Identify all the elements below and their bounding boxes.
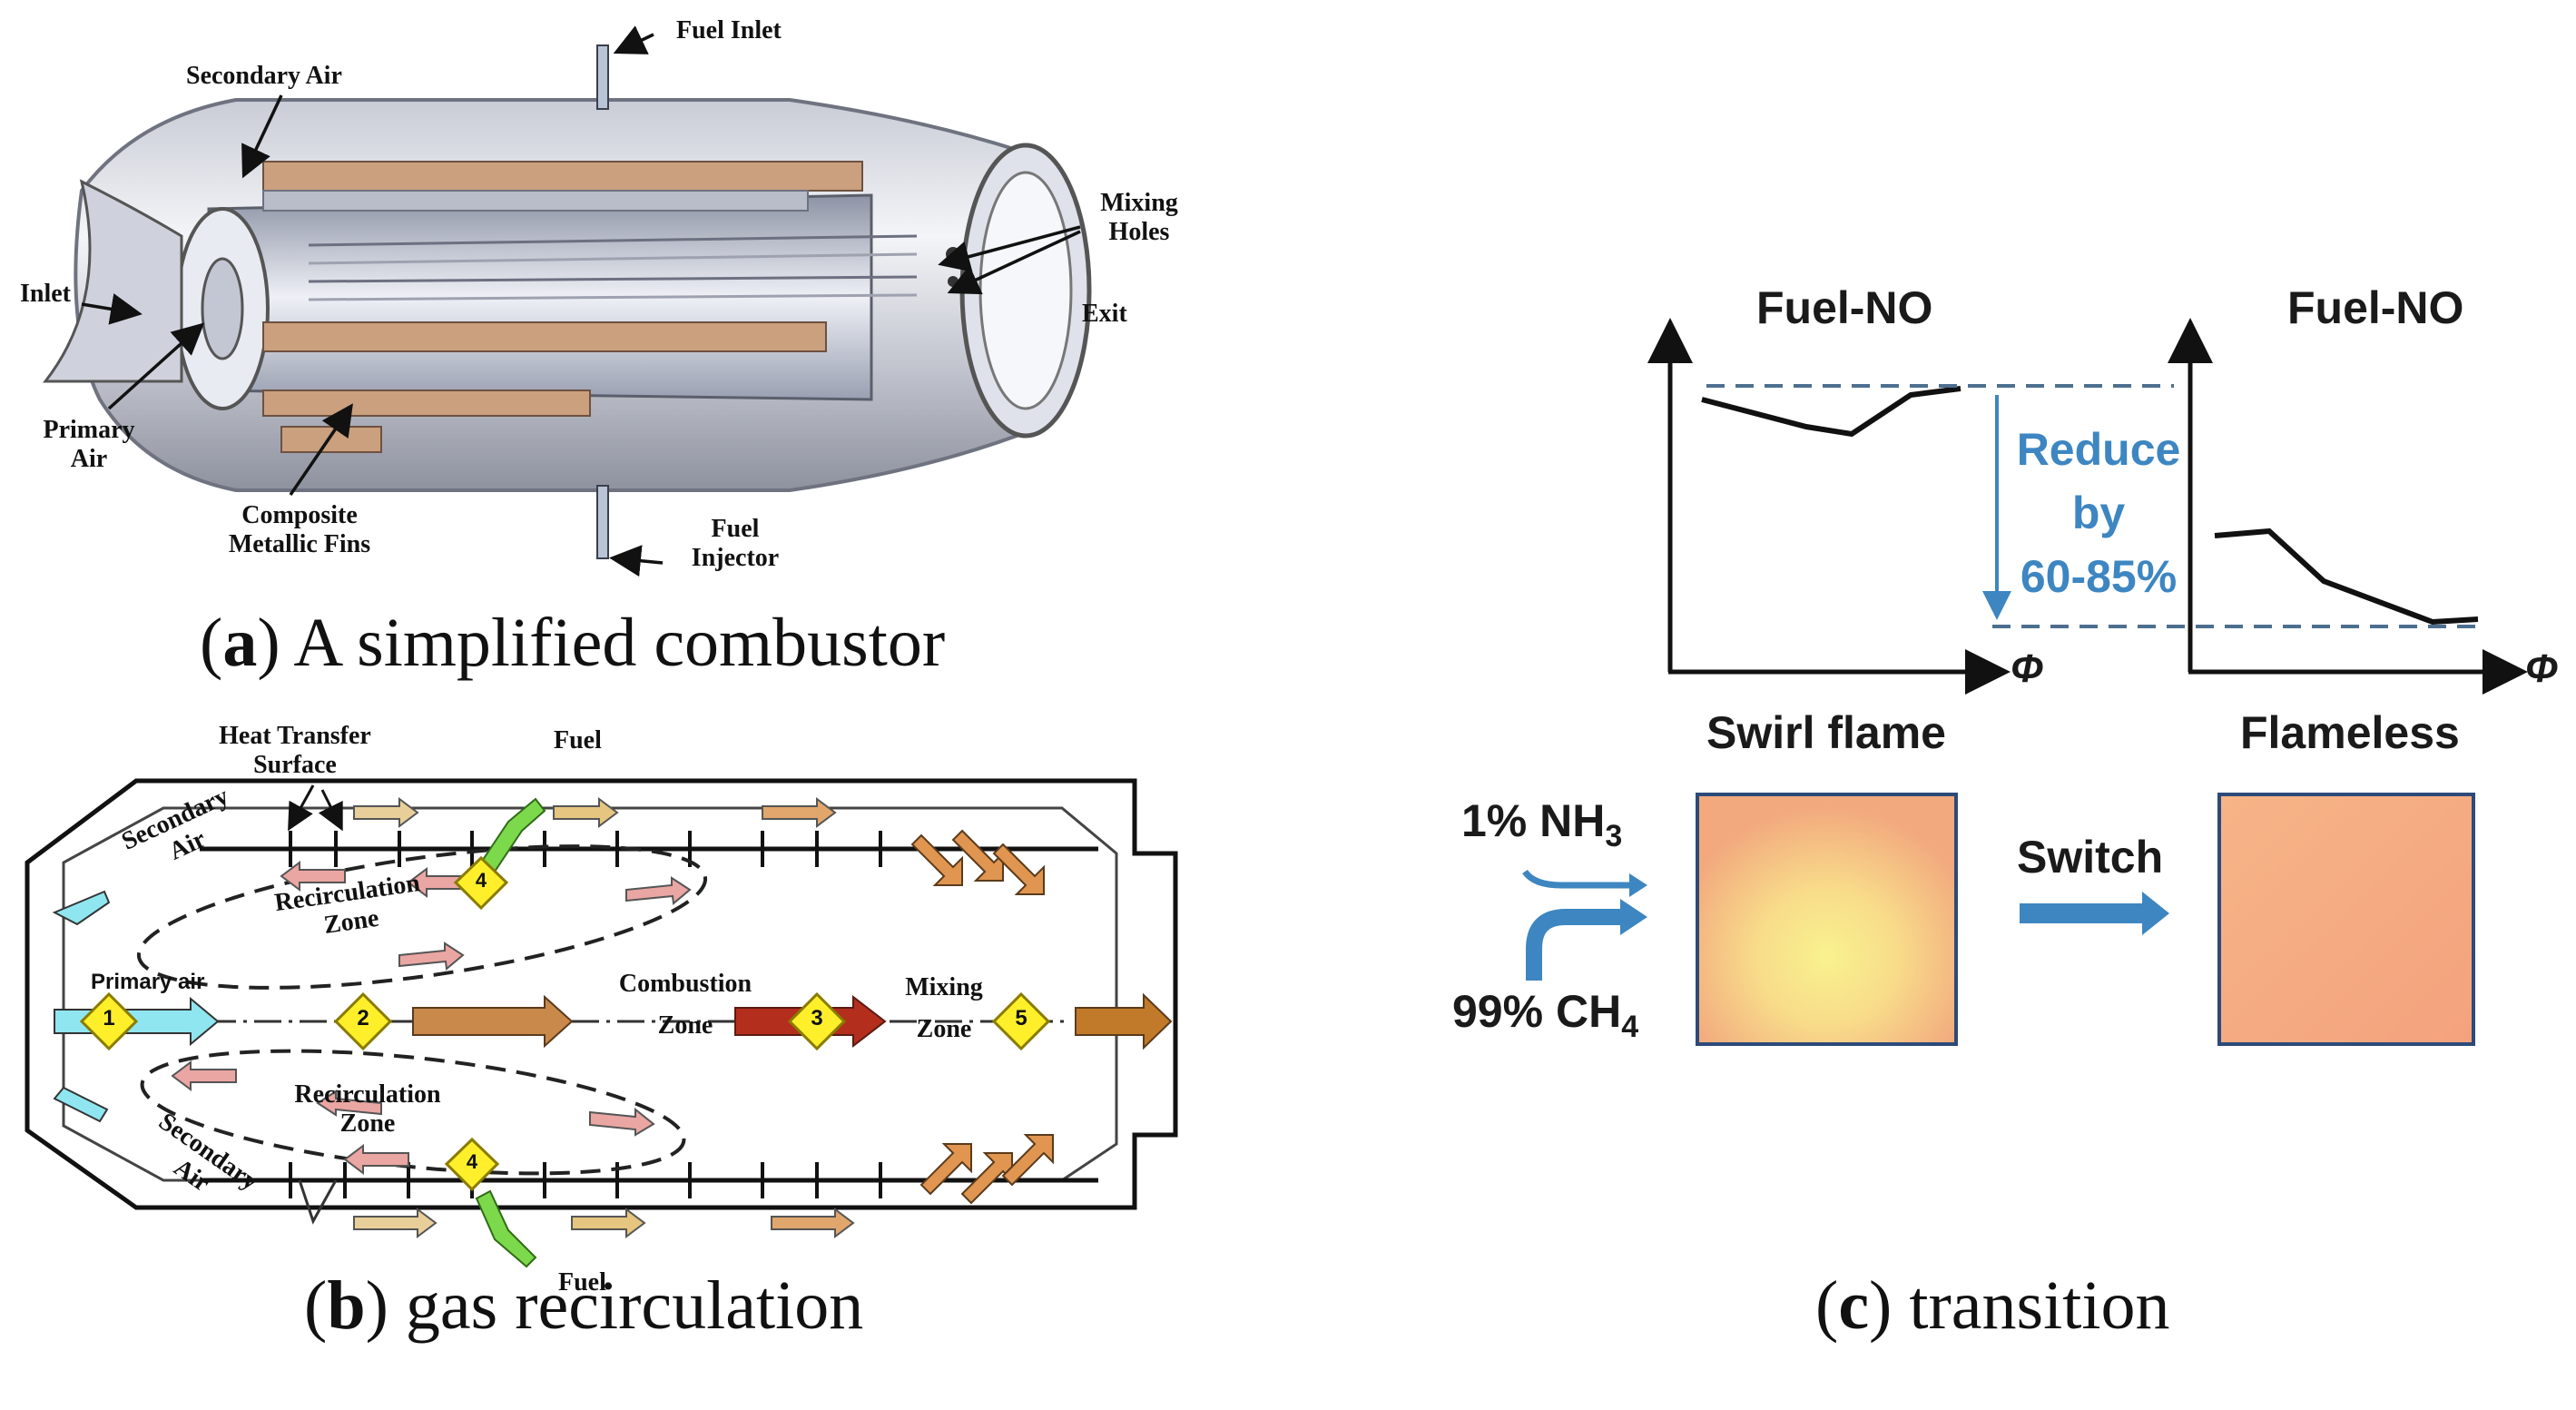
label-phi-right: Φ <box>2525 646 2559 691</box>
label-mixing-holes: Mixing Holes <box>1085 189 1194 247</box>
label-ch4: 99% CH4 <box>1452 985 1638 1045</box>
label-nh3-subscript: 3 <box>1605 819 1623 853</box>
label-combustion-zone: Combustion Zone <box>599 970 772 1040</box>
label-composite-fins-line1: Composite <box>241 501 358 529</box>
caption-b: (b) gas recirculation <box>304 1267 864 1344</box>
label-fuel-no-right: Fuel-NO <box>2287 282 2464 333</box>
caption-b-letter: b <box>327 1267 366 1344</box>
label-combustion-line1: Combustion <box>618 970 752 998</box>
label-mixing-holes-line1: Mixing <box>1100 189 1178 217</box>
marker-4-top: 4 <box>475 869 487 892</box>
marker-4-bottom: 4 <box>466 1150 478 1173</box>
label-reduce-line3: 60-85% <box>2020 551 2178 602</box>
caption-c: (c) transition <box>1815 1267 2170 1344</box>
label-ch4-text: 99% CH <box>1452 986 1622 1037</box>
label-primary-air-line1: Primary <box>43 416 135 444</box>
label-nh3: 1% NH3 <box>1461 794 1622 854</box>
label-switch: Switch <box>2017 832 2164 882</box>
caption-a: (a) A simplified combustor <box>200 605 946 681</box>
caption-c-letter: c <box>1838 1267 1870 1344</box>
label-fuel-injector-line2: Injector <box>691 544 780 573</box>
label-fuel-injector: Fuel Injector <box>672 515 799 573</box>
marker-2: 2 <box>357 1006 369 1030</box>
label-reduce: Reduce by 60-85% <box>2008 418 2189 608</box>
label-fuel-injector-line1: Fuel <box>711 515 760 543</box>
label-exit: Exit <box>1082 300 1127 328</box>
label-primary-air: Primary Air <box>25 416 152 474</box>
recirculation-combustor <box>25 778 1178 1268</box>
label-reduce-line2: by <box>2071 488 2126 538</box>
label-heat-transfer-surface: Heat Transfer Surface <box>195 722 395 780</box>
label-nh3-text: 1% NH <box>1461 795 1606 846</box>
label-swirl-flame: Swirl flame <box>1706 707 1946 758</box>
label-composite-fins-line2: Metallic Fins <box>228 530 371 559</box>
label-reduce-line1: Reduce <box>2016 424 2181 475</box>
caption-a-letter: a <box>222 605 258 681</box>
label-fuel-inlet: Fuel Inlet <box>676 16 782 44</box>
marker-5: 5 <box>1015 1006 1027 1030</box>
label-recirculation-bottom: Recirculation Zone <box>277 1080 458 1139</box>
label-secondary-air: Secondary Air <box>186 62 342 90</box>
label-mixing-holes-line2: Holes <box>1108 218 1170 247</box>
panel-a-leader-arrows <box>81 25 1081 577</box>
label-recirculation-bottom-line2: Zone <box>339 1109 396 1139</box>
label-recirculation-bottom-line1: Recirculation <box>294 1080 441 1109</box>
label-fuel-no-left: Fuel-NO <box>1756 282 1933 333</box>
caption-a-text: A simplified combustor <box>280 605 946 681</box>
caption-b-text: gas recirculation <box>388 1267 864 1344</box>
label-primary-air-b: Primary air <box>91 970 205 994</box>
marker-3: 3 <box>811 1006 823 1030</box>
label-inlet: Inlet <box>20 280 71 308</box>
label-composite-fins: Composite Metallic Fins <box>204 501 395 559</box>
label-heat-transfer-line2: Surface <box>253 751 337 780</box>
label-ch4-subscript: 4 <box>1621 1010 1639 1044</box>
label-mixing-line2: Zone <box>916 1015 972 1044</box>
label-mixing-zone: Mixing Zone <box>885 973 1003 1044</box>
zone-markers <box>79 855 1051 1192</box>
label-phi-left: Φ <box>2011 646 2044 691</box>
combustor-cutaway <box>42 44 1092 559</box>
label-mixing-line1: Mixing <box>905 973 983 1001</box>
panel-b-leader-arrows <box>288 784 343 832</box>
label-heat-transfer-line1: Heat Transfer <box>219 722 371 750</box>
label-fuel-top: Fuel <box>554 726 602 754</box>
label-flameless: Flameless <box>2240 707 2460 758</box>
transition-graphs <box>1522 318 2528 1046</box>
label-combustion-line2: Zone <box>657 1011 713 1040</box>
label-fuel-bottom: Fuel <box>558 1268 606 1297</box>
marker-1: 1 <box>103 1006 115 1030</box>
label-primary-air-line2: Air <box>70 445 108 474</box>
caption-c-text: transition <box>1892 1267 2170 1344</box>
